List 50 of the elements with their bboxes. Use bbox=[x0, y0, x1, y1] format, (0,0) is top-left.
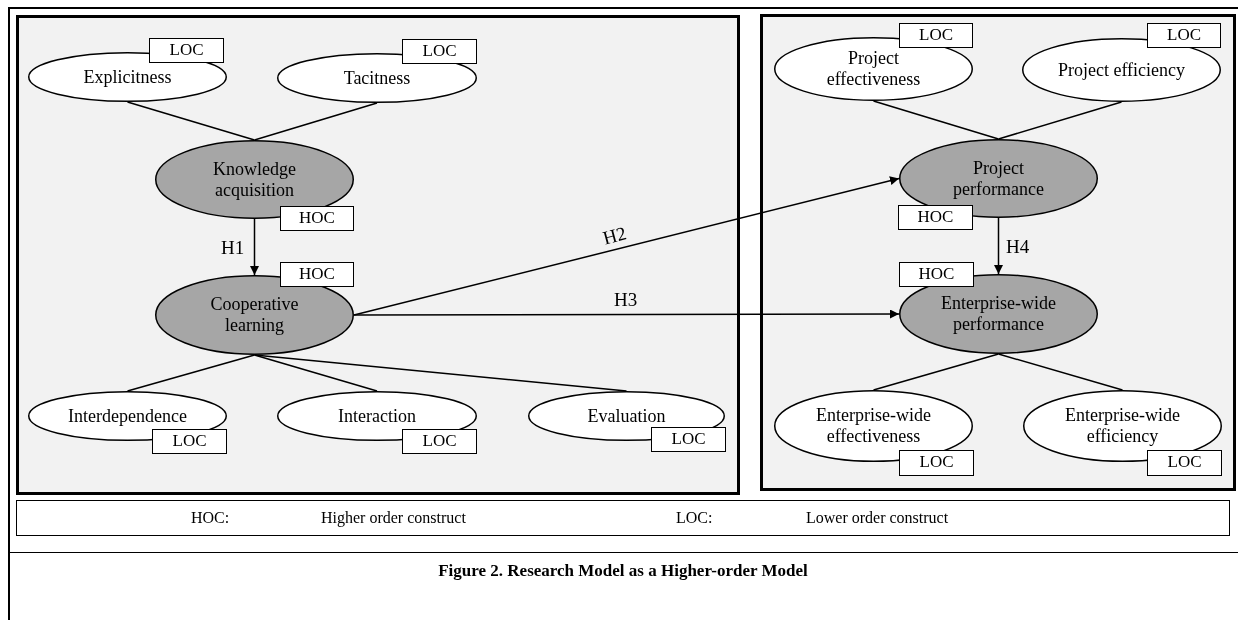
arrow bbox=[353, 309, 900, 319]
connector-line bbox=[253, 354, 628, 392]
arrow bbox=[250, 218, 259, 276]
construct-label: Explicitness bbox=[82, 66, 173, 88]
connector-line bbox=[872, 353, 1000, 391]
figure-caption: Figure 2. Research Model as a Higher-order Model bbox=[438, 561, 808, 580]
edge-label: H4 bbox=[1006, 237, 1030, 257]
construct-tag: LOC bbox=[149, 38, 224, 63]
construct-tag: HOC bbox=[898, 205, 973, 230]
legend-abbreviation: LOC: bbox=[676, 509, 713, 527]
lower-order-construct-ellipse bbox=[1022, 38, 1221, 102]
connector-line bbox=[126, 101, 256, 141]
legend-description: Higher order construct bbox=[321, 509, 466, 527]
construct-label: Project performance bbox=[952, 157, 1045, 200]
construct-tag: HOC bbox=[280, 262, 354, 287]
construct-tag: LOC bbox=[899, 23, 973, 48]
construct-label: Interdependence bbox=[67, 405, 188, 427]
legend-box bbox=[16, 500, 1230, 536]
construct-label: Project effectiveness bbox=[825, 48, 922, 90]
construct-label: Cooperative learning bbox=[209, 294, 300, 336]
construct-tag: LOC bbox=[651, 427, 726, 452]
construct-label: Tacitness bbox=[342, 67, 412, 89]
construct-label: Project efficiency bbox=[1056, 59, 1187, 81]
edge-label: H3 bbox=[614, 290, 638, 310]
construct-label: Interaction bbox=[337, 405, 417, 427]
construct-tag: LOC bbox=[402, 429, 477, 454]
construct-tag: LOC bbox=[1147, 23, 1221, 48]
construct-label: Enterprise-wide efficiency bbox=[1064, 405, 1181, 447]
arrow bbox=[994, 217, 1003, 275]
construct-tag: LOC bbox=[1147, 450, 1222, 476]
construct-tag: LOC bbox=[899, 450, 974, 476]
edge-label: H1 bbox=[221, 238, 245, 258]
construct-label: Enterprise-wide performance bbox=[940, 293, 1057, 335]
legend-description: Lower order construct bbox=[806, 509, 949, 527]
legend-abbreviation: HOC: bbox=[191, 509, 230, 527]
construct-label: Evaluation bbox=[586, 405, 667, 427]
connector-line bbox=[872, 100, 1000, 140]
connector-line bbox=[253, 102, 378, 141]
construct-tag: LOC bbox=[152, 429, 227, 454]
connector-line bbox=[126, 354, 256, 392]
edge-label: H2 bbox=[600, 223, 629, 249]
connector-line bbox=[997, 101, 1123, 140]
construct-label: Enterprise-wide effectiveness bbox=[815, 405, 932, 447]
construct-tag: LOC bbox=[402, 39, 477, 64]
construct-tag: HOC bbox=[899, 262, 974, 287]
connector-line bbox=[997, 353, 1124, 391]
construct-label: Knowledge acquisition bbox=[212, 158, 297, 201]
model-panel bbox=[16, 15, 740, 495]
model-panel bbox=[760, 14, 1236, 491]
construct-tag: HOC bbox=[280, 206, 354, 231]
